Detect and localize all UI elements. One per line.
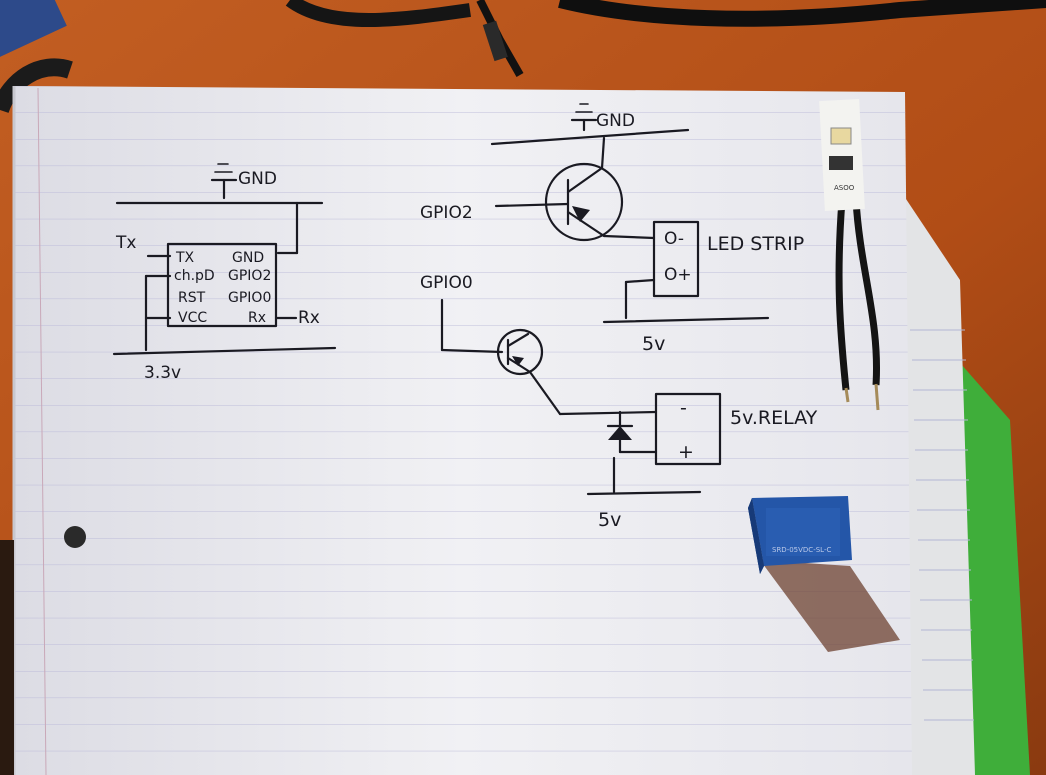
esp-pin-left-3: VCC (178, 310, 207, 326)
esp-pin-left-1: ch.pD (174, 268, 215, 284)
esp-rx-label: Rx (298, 308, 320, 328)
esp-pin-right-1: GPIO2 (228, 268, 271, 284)
esp-supply-label: 3.3v (144, 363, 181, 383)
esp-pin-left-2: RST (178, 290, 206, 306)
relay-component: SRD-05VDC-SL-C (748, 496, 900, 652)
punch-hole (64, 526, 86, 548)
esp-pin-left-0: TX (175, 250, 195, 266)
left-edge-shadow (0, 540, 14, 775)
esp-module-box (166, 242, 278, 328)
led-strip-box (652, 220, 700, 298)
esp-schematic: GND TX ch.pD RST VCC GND GPIO2 GPIO0 Rx … (112, 163, 337, 383)
relay-pin-0: - (680, 397, 687, 419)
esp-gnd-label: GND (238, 169, 277, 189)
cables (0, 0, 1046, 114)
relay-transistor (496, 328, 544, 376)
led-circuit: GND GPIO2 O- O+ LED STRIP 5v (420, 103, 804, 355)
led-input-label: GPIO2 (420, 203, 473, 223)
blue-board (0, 0, 67, 60)
esp-pin-right-0: GND (232, 250, 264, 266)
relay-supply-label: 5v (598, 509, 621, 531)
led-board: ASOO (819, 99, 881, 411)
led-supply-label: 5v (642, 333, 665, 355)
esp-pin-right-3: Rx (248, 310, 266, 326)
esp-pin-right-2: GPIO0 (228, 290, 271, 306)
relay-print: SRD-05VDC-SL-C (772, 546, 831, 554)
relay-input-label: GPIO0 (420, 273, 473, 293)
led-strip-pin-1: O+ (664, 265, 692, 285)
relay-circuit: GPIO0 - + 5v.RELAY 5v (420, 273, 818, 531)
led-board-print: ASOO (834, 184, 855, 192)
relay-label: 5v.RELAY (730, 407, 818, 429)
led-gnd-label: GND (596, 111, 635, 131)
notebook-paper (12, 86, 912, 775)
led-strip-pin-0: O- (664, 229, 684, 249)
led-transistor (544, 162, 624, 242)
relay-pin-1: + (678, 441, 694, 463)
relay-diode (608, 426, 632, 440)
back-paper-rules (910, 329, 974, 721)
relay-box (654, 392, 722, 466)
led-strip-label: LED STRIP (707, 233, 804, 255)
esp-tx-label: Tx (115, 233, 136, 253)
